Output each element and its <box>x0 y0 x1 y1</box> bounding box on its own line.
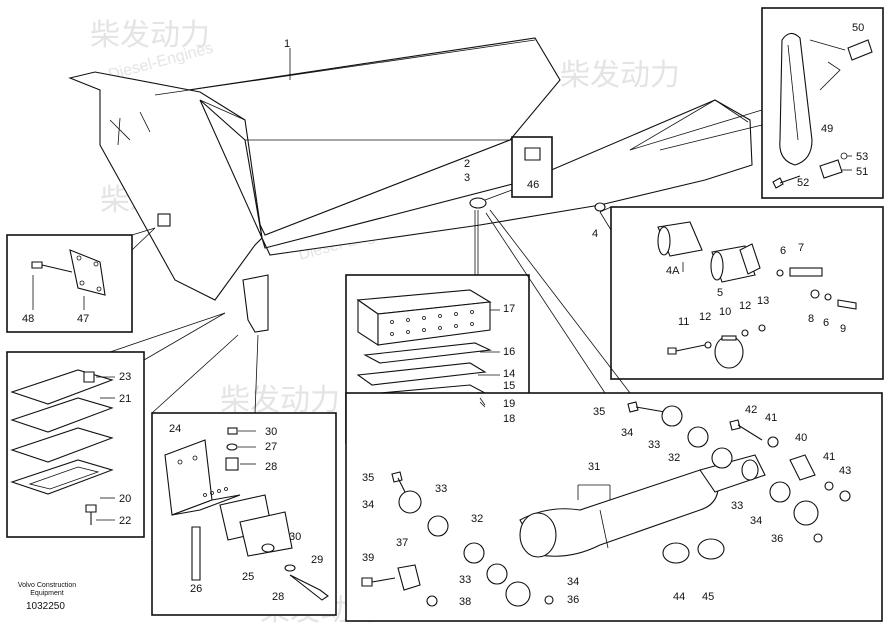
inset-24-30 <box>151 334 337 616</box>
inset-4-13 <box>599 206 884 380</box>
part-labels: 1 2 3 4 46 48 47 17 16 14 15 19 18 23 21… <box>22 22 868 608</box>
label-47: 47 <box>77 313 89 325</box>
label-39: 39 <box>362 552 374 564</box>
inset-box <box>6 234 133 333</box>
label-42: 42 <box>745 404 757 416</box>
label-48: 48 <box>22 313 34 325</box>
label-38: 38 <box>459 596 471 608</box>
label-31: 31 <box>588 461 600 473</box>
label-19: 19 <box>503 398 515 410</box>
label-27: 27 <box>265 441 277 453</box>
label-24: 24 <box>169 423 181 435</box>
inset-47-48 <box>6 227 156 333</box>
label-23: 23 <box>119 371 131 383</box>
label-18: 18 <box>503 413 515 425</box>
label-33: 33 <box>731 500 743 512</box>
label-40: 40 <box>795 432 807 444</box>
label-4: 4 <box>592 228 598 240</box>
label-28: 28 <box>272 591 284 603</box>
label-6: 6 <box>780 245 786 257</box>
label-35: 35 <box>593 406 605 418</box>
label-9: 9 <box>840 323 846 335</box>
label-51: 51 <box>856 166 868 178</box>
label-46: 46 <box>527 179 539 191</box>
inset-20-23 <box>6 312 226 538</box>
label-30: 30 <box>289 531 301 543</box>
watermark-cn: 柴发动力 <box>220 384 340 417</box>
label-25: 25 <box>242 571 254 583</box>
label-12: 12 <box>699 311 711 323</box>
label-4a: 4A <box>666 265 680 277</box>
label-17: 17 <box>503 303 515 315</box>
watermark-cn: 柴发动力 <box>560 59 680 92</box>
inset-box <box>511 136 553 198</box>
label-20: 20 <box>119 493 131 505</box>
label-2: 2 <box>464 158 470 170</box>
label-5: 5 <box>717 287 723 299</box>
label-14: 14 <box>503 368 515 380</box>
inset-31-45 <box>345 209 883 622</box>
label-15: 15 <box>503 380 515 392</box>
label-32: 32 <box>668 452 680 464</box>
label-33: 33 <box>648 439 660 451</box>
label-26: 26 <box>190 583 202 595</box>
label-33: 33 <box>435 483 447 495</box>
label-13: 13 <box>757 295 769 307</box>
label-16: 16 <box>503 346 515 358</box>
label-11: 11 <box>678 316 689 328</box>
label-30: 30 <box>265 426 277 438</box>
inset-49-53 <box>629 7 884 199</box>
label-22: 22 <box>119 515 131 527</box>
watermark-cn: 柴发动力 <box>90 19 210 52</box>
footer-number: 1032250 <box>26 601 65 612</box>
label-35: 35 <box>362 472 374 484</box>
label-12: 12 <box>739 300 751 312</box>
dump-body <box>68 37 753 333</box>
label-6: 6 <box>823 317 829 329</box>
label-7: 7 <box>798 242 804 254</box>
label-50: 50 <box>852 22 864 34</box>
label-33: 33 <box>459 574 471 586</box>
inset-46 <box>484 136 553 201</box>
label-53: 53 <box>856 151 868 163</box>
inset-box <box>610 206 884 380</box>
label-34: 34 <box>750 515 762 527</box>
label-34: 34 <box>362 499 374 511</box>
label-41: 41 <box>823 451 835 463</box>
footer-line2: Equipment <box>30 590 64 597</box>
label-36: 36 <box>567 594 579 606</box>
label-44: 44 <box>673 591 685 603</box>
footer-line1: Volvo Construction <box>17 582 77 589</box>
label-52: 52 <box>797 177 809 189</box>
label-36: 36 <box>771 533 783 545</box>
label-49: 49 <box>821 123 833 135</box>
label-8: 8 <box>808 313 814 325</box>
footer-brand: Volvo Construction Equipment <box>14 582 80 598</box>
label-21: 21 <box>119 393 131 405</box>
label-37: 37 <box>396 537 408 549</box>
label-34: 34 <box>567 576 579 588</box>
label-10: 10 <box>719 306 731 318</box>
label-3: 3 <box>464 172 470 184</box>
label-34: 34 <box>621 427 633 439</box>
label-1: 1 <box>284 38 290 50</box>
label-41: 41 <box>765 412 777 424</box>
label-32: 32 <box>471 513 483 525</box>
label-45: 45 <box>702 591 714 603</box>
label-29: 29 <box>311 554 323 566</box>
label-43: 43 <box>839 465 851 477</box>
label-28: 28 <box>265 461 277 473</box>
